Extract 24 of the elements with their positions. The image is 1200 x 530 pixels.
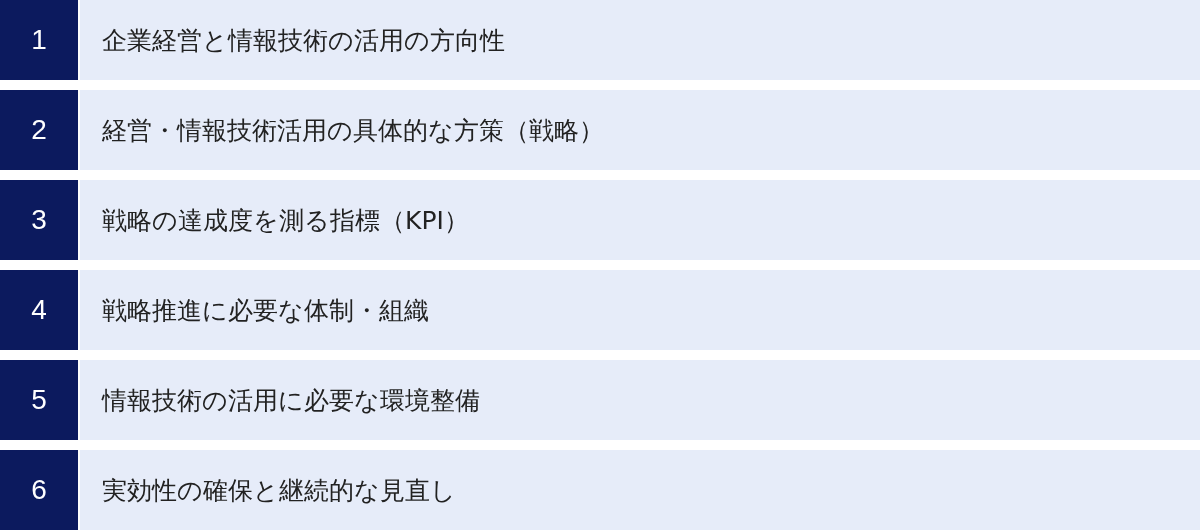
- item-band: [80, 270, 1200, 350]
- step-number: 1: [31, 24, 47, 56]
- step-number: 3: [31, 204, 47, 236]
- step-number: 2: [31, 114, 47, 146]
- number-box: [0, 270, 78, 350]
- item-band: [80, 0, 1200, 80]
- item-band: [80, 360, 1200, 440]
- item-text: 戦略の達成度を測る指標（KPI）: [102, 204, 469, 237]
- step-number: 4: [31, 294, 47, 326]
- step-number: 5: [31, 384, 47, 416]
- item-band: [80, 90, 1200, 170]
- number-box: [0, 180, 78, 260]
- item-band: [80, 180, 1200, 260]
- number-box: [0, 360, 78, 440]
- number-box: [0, 450, 78, 530]
- number-box: [0, 90, 78, 170]
- item-text: 戦略推進に必要な体制・組織: [102, 294, 429, 327]
- item-band: [80, 450, 1200, 530]
- item-text: 経営・情報技術活用の具体的な方策（戦略）: [102, 114, 604, 147]
- item-text: 情報技術の活用に必要な環境整備: [102, 384, 480, 417]
- item-text: 実効性の確保と継続的な見直し: [102, 474, 456, 507]
- step-number: 6: [31, 474, 47, 506]
- item-text: 企業経営と情報技術の活用の方向性: [102, 24, 505, 57]
- number-box: [0, 0, 78, 80]
